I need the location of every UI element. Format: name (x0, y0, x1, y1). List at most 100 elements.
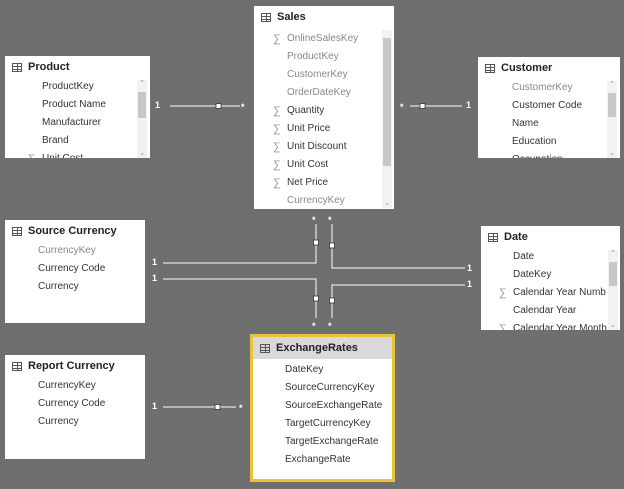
filter-direction-marker (313, 295, 319, 302)
field-row[interactable]: Currency (5, 278, 145, 296)
field-row[interactable]: Calendar Year (481, 302, 620, 320)
field-row[interactable]: ProductKey (254, 48, 394, 66)
field-row[interactable]: SourceCurrencyKey (253, 379, 392, 397)
field-name: ProductKey (287, 51, 339, 62)
table-title: Product (28, 61, 70, 73)
field-row[interactable]: ∑Unit Price (254, 120, 394, 138)
table-title: Date (504, 231, 528, 243)
field-row[interactable]: Customer Code (478, 97, 620, 115)
cardinality-one-label: 1 (467, 279, 473, 289)
field-row[interactable]: TargetCurrencyKey (253, 415, 392, 433)
scroll-down-arrow-icon[interactable]: ⌄ (609, 150, 615, 157)
field-row[interactable]: ∑Quantity (254, 102, 394, 120)
table-header[interactable]: Product (5, 56, 150, 78)
scrollbar-thumb[interactable] (138, 92, 146, 118)
filter-direction-marker (329, 297, 335, 304)
field-row[interactable]: OrderDateKey (254, 84, 394, 102)
field-row[interactable]: CurrencyKey (5, 377, 145, 395)
field-row[interactable]: CustomerKey (254, 66, 394, 84)
field-row[interactable]: ∑Calendar Year Month (481, 320, 620, 330)
field-row[interactable]: ExchangeRate (253, 451, 392, 469)
field-row[interactable]: ∑Unit Cost (5, 150, 150, 158)
relationship-sourcecurrency-sales[interactable] (163, 224, 317, 264)
scroll-up-arrow-icon[interactable]: ⌃ (609, 81, 615, 88)
field-row[interactable]: Brand (5, 132, 150, 150)
field-row[interactable]: Date (481, 248, 620, 266)
scrollbar[interactable]: ⌄ (382, 30, 392, 208)
field-row[interactable]: Currency Code (5, 260, 145, 278)
table-header[interactable]: Report Currency (5, 355, 145, 377)
table-header[interactable]: Date (481, 226, 620, 248)
field-name: Unit Price (287, 123, 331, 134)
cardinality-many-label: * (312, 215, 316, 225)
field-row[interactable]: Product Name (5, 96, 150, 114)
scroll-up-arrow-icon[interactable]: ⌃ (139, 80, 145, 87)
field-row[interactable]: Name (478, 115, 620, 133)
cardinality-one-label: 1 (466, 100, 472, 110)
relationship-date-exchangerates[interactable] (331, 284, 465, 318)
scroll-down-arrow-icon[interactable]: ⌄ (384, 200, 390, 207)
scroll-up-arrow-icon[interactable]: ⌃ (610, 250, 616, 257)
field-name: SourceCurrencyKey (285, 382, 375, 393)
field-row[interactable]: ∑Net Price (254, 174, 394, 192)
field-row[interactable]: Occupation (478, 151, 620, 158)
cardinality-many-label: * (239, 403, 243, 413)
relationship-date-sales[interactable] (331, 224, 465, 269)
scrollbar[interactable]: ⌃ ⌄ (137, 80, 147, 158)
field-row[interactable]: TargetExchangeRate (253, 433, 392, 451)
cardinality-one-label: 1 (152, 257, 158, 267)
table-header[interactable]: Sales (254, 6, 394, 28)
scrollbar[interactable]: ⌃ ⌄ (607, 81, 617, 158)
table-icon (12, 361, 22, 371)
scrollbar-thumb[interactable] (608, 93, 616, 117)
scroll-down-arrow-icon[interactable]: ⌄ (610, 322, 616, 329)
field-name: CustomerKey (512, 82, 573, 93)
sigma-icon: ∑ (273, 177, 281, 189)
scrollbar-thumb[interactable] (383, 38, 391, 166)
scroll-down-arrow-icon[interactable]: ⌄ (139, 150, 145, 157)
table-header[interactable]: Source Currency (5, 220, 145, 242)
scrollbar[interactable]: ⌃ ⌄ (608, 250, 618, 330)
field-row[interactable]: ∑Calendar Year Numb (481, 284, 620, 302)
table-header[interactable]: ExchangeRates (253, 337, 392, 359)
field-name: DateKey (513, 269, 552, 280)
table-title: Customer (501, 62, 553, 74)
field-row[interactable]: Manufacturer (5, 114, 150, 132)
field-row[interactable]: ∑OnlineSalesKey (254, 30, 394, 48)
field-name: Manufacturer (42, 117, 101, 128)
field-name: Brand (42, 135, 69, 146)
field-row[interactable]: Currency (5, 413, 145, 431)
table-icon (261, 12, 271, 22)
field-row[interactable]: ProductKey (5, 78, 150, 96)
field-row[interactable]: Education (478, 133, 620, 151)
table-header[interactable]: Customer (478, 57, 620, 79)
relationship-sourcecurrency-exchangerates[interactable] (163, 278, 317, 318)
field-row[interactable]: CurrencyKey (5, 242, 145, 260)
field-row[interactable]: CurrencyKey (254, 192, 394, 209)
field-row[interactable]: SourceExchangeRate (253, 397, 392, 415)
field-row[interactable]: CustomerKey (478, 79, 620, 97)
field-row[interactable]: DateKey (253, 361, 392, 379)
field-row[interactable]: Currency Code (5, 395, 145, 413)
field-row[interactable]: ∑Unit Discount (254, 138, 394, 156)
table-title: Sales (277, 11, 306, 23)
field-row[interactable]: ∑Unit Cost (254, 156, 394, 174)
sigma-icon: ∑ (499, 287, 507, 299)
table-title: ExchangeRates (276, 342, 358, 354)
field-row[interactable]: DateKey (481, 266, 620, 284)
scrollbar-thumb[interactable] (609, 262, 617, 286)
cardinality-many-label: * (241, 102, 245, 112)
